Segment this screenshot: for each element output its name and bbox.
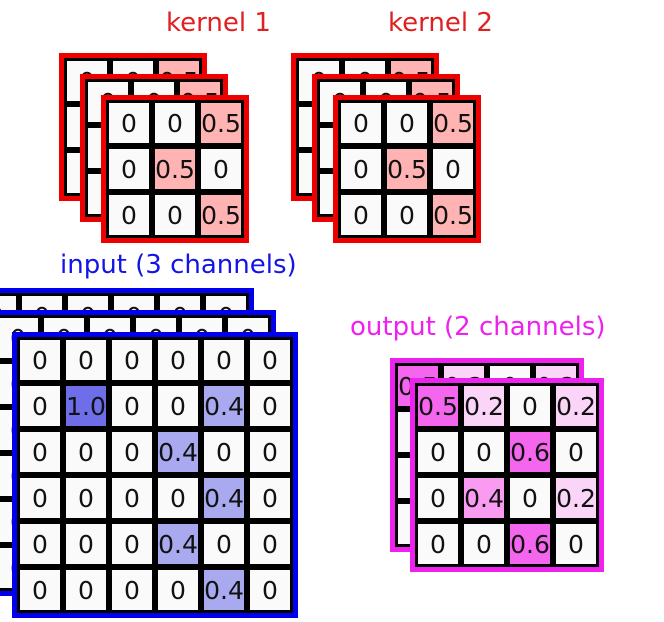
output-title: output (2 channels)	[350, 312, 606, 342]
input-cell: 0	[63, 429, 109, 475]
input-cell: 0	[201, 429, 247, 475]
input-cell: 0	[155, 475, 201, 521]
kernel-1-cell: 0.5	[198, 100, 244, 146]
input-cell: 0	[63, 337, 109, 383]
output-cell: 0	[461, 521, 507, 567]
input-cell: 0	[17, 521, 63, 567]
output-cell: 0.6	[507, 429, 553, 475]
input-cell: 0	[247, 475, 293, 521]
input-cell: 0.4	[155, 521, 201, 567]
input-cell: 0	[63, 521, 109, 567]
input-cell: 0	[247, 337, 293, 383]
input-cell: 0	[17, 383, 63, 429]
input-cell: 0.4	[201, 475, 247, 521]
output-cell: 0.2	[553, 475, 599, 521]
output-cell: 0.2	[461, 383, 507, 429]
kernel-2-cell: 0	[430, 146, 476, 192]
kernel-1-cell: 0	[106, 146, 152, 192]
input-cell: 0	[201, 521, 247, 567]
kernel-2-cell: 0.5	[430, 192, 476, 238]
output-cell: 0.6	[507, 521, 553, 567]
input-cell: 0	[17, 567, 63, 613]
output-cell: 0.2	[553, 383, 599, 429]
kernel-2-title: kernel 2	[388, 8, 493, 38]
output-cell: 0.4	[461, 475, 507, 521]
kernel-1-cell: 0	[106, 192, 152, 238]
input-cell: 1.0	[63, 383, 109, 429]
input-cell: 0	[155, 383, 201, 429]
input-cell: 0	[155, 567, 201, 613]
kernel-2-cell: 0	[384, 100, 430, 146]
input-cell: 0	[247, 521, 293, 567]
input-cell: 0	[109, 429, 155, 475]
kernel-2-cell: 0	[338, 146, 384, 192]
output-cell: 0	[507, 475, 553, 521]
kernel-2-cell: 0.5	[384, 146, 430, 192]
input-cell: 0.4	[201, 567, 247, 613]
output-cell: 0	[461, 429, 507, 475]
input-cell: 0	[109, 521, 155, 567]
kernel-1-title: kernel 1	[166, 8, 271, 38]
kernel-1-cell: 0	[152, 100, 198, 146]
input-cell: 0	[109, 567, 155, 613]
kernel-1-cell: 0	[152, 192, 198, 238]
kernel-2-cell: 0.5	[430, 100, 476, 146]
input-cell: 0.4	[201, 383, 247, 429]
kernel-2-cell: 0	[338, 100, 384, 146]
output-cell: 0	[507, 383, 553, 429]
kernel-2-cell: 0	[384, 192, 430, 238]
input-cell: 0	[155, 337, 201, 383]
kernel-1-cell: 0.5	[198, 192, 244, 238]
input-cell: 0	[247, 567, 293, 613]
kernel-1-cell: 0	[198, 146, 244, 192]
input-cell: 0	[109, 383, 155, 429]
input-cell: 0	[63, 567, 109, 613]
output-cell: 0	[415, 521, 461, 567]
output-cell: 0.5	[415, 383, 461, 429]
input-cell: 0	[109, 475, 155, 521]
kernel-1-cell: 0.5	[152, 146, 198, 192]
kernel-2-cell: 0	[338, 192, 384, 238]
input-cell: 0	[17, 475, 63, 521]
input-cell: 0	[17, 337, 63, 383]
output-cell: 0	[415, 429, 461, 475]
input-cell: 0	[63, 475, 109, 521]
output-cell: 0	[553, 429, 599, 475]
input-cell: 0	[109, 337, 155, 383]
kernel-1-cell: 0	[106, 100, 152, 146]
input-title: input (3 channels)	[60, 250, 297, 280]
input-cell: 0.4	[155, 429, 201, 475]
input-cell: 0	[17, 429, 63, 475]
output-cell: 0	[415, 475, 461, 521]
input-cell: 0	[247, 383, 293, 429]
input-cell: 0	[201, 337, 247, 383]
input-cell: 0	[247, 429, 293, 475]
output-cell: 0	[553, 521, 599, 567]
